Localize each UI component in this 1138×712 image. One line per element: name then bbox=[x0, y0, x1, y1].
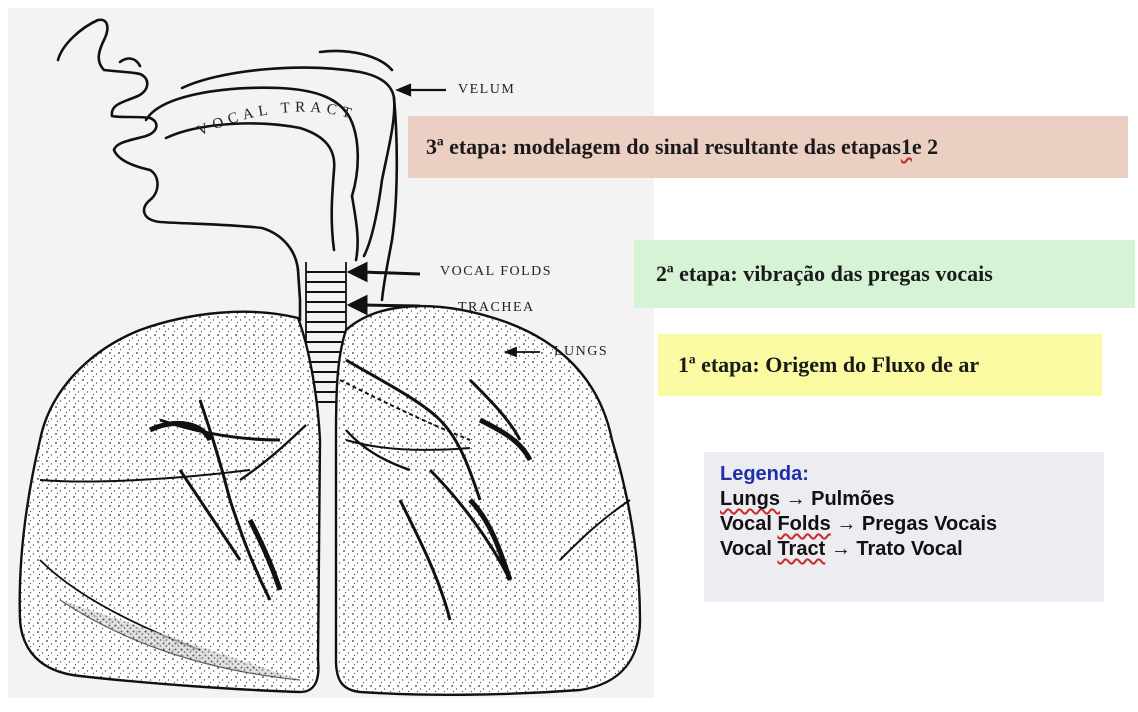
legend-term: Lungs bbox=[720, 488, 780, 510]
stage-3-suffix: e 2 bbox=[912, 134, 938, 160]
legend-translation: Trato Vocal bbox=[856, 538, 962, 560]
legend-term-prefix: Vocal bbox=[720, 513, 777, 535]
stage-3-emph: 1 bbox=[901, 134, 912, 160]
stage-3-prefix: 3ª etapa: modelagem do sinal resultante … bbox=[426, 134, 901, 160]
trachea-label: TRACHEA bbox=[458, 300, 535, 316]
legend-title: Legenda: bbox=[720, 462, 1104, 487]
stage-2-text: 2ª etapa: vibração das pregas vocais bbox=[656, 261, 993, 287]
legend-translation: Pulmões bbox=[811, 488, 894, 510]
legend-box: Legenda: Lungs → Pulmões Vocal Folds → P… bbox=[704, 452, 1104, 602]
arrow-icon: → bbox=[836, 513, 856, 535]
legend-term-emph: Tract bbox=[777, 538, 825, 560]
stage-3-box: 3ª etapa: modelagem do sinal resultante … bbox=[408, 116, 1128, 178]
stage-1-text: 1ª etapa: Origem do Fluxo de ar bbox=[678, 352, 979, 378]
stage-1-box: 1ª etapa: Origem do Fluxo de ar bbox=[658, 334, 1102, 396]
velum-label: VELUM bbox=[458, 82, 515, 98]
legend-item-lungs: Lungs → Pulmões bbox=[720, 487, 1104, 512]
legend-term-emph: Folds bbox=[777, 513, 830, 535]
vocal-folds-label: VOCAL FOLDS bbox=[440, 264, 552, 280]
stage-2-box: 2ª etapa: vibração das pregas vocais bbox=[634, 240, 1135, 308]
legend-translation: Pregas Vocais bbox=[862, 513, 997, 535]
arrow-icon: → bbox=[831, 538, 851, 560]
arrow-icon: → bbox=[786, 488, 806, 510]
legend-term-prefix: Vocal bbox=[720, 538, 777, 560]
lungs-label: LUNGS bbox=[554, 344, 608, 360]
legend-item-vocal-tract: Vocal Tract → Trato Vocal bbox=[720, 537, 1104, 562]
legend-item-vocal-folds: Vocal Folds → Pregas Vocais bbox=[720, 512, 1104, 537]
